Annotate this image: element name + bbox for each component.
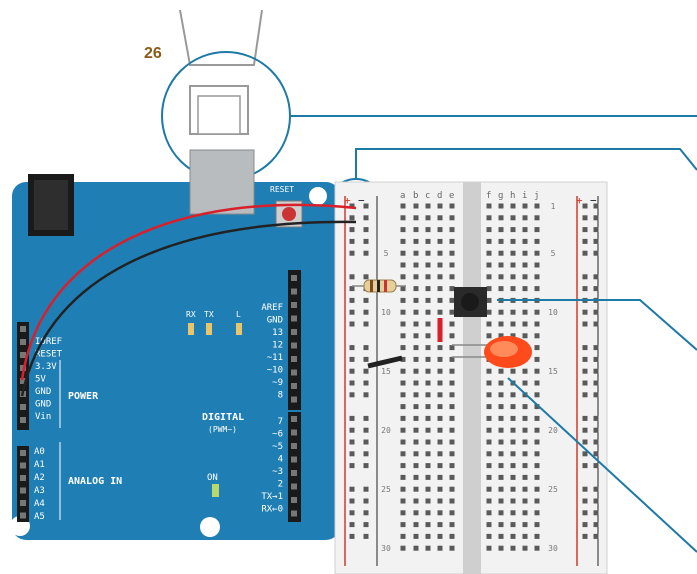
header-pin bbox=[291, 329, 297, 335]
header-pin bbox=[291, 343, 297, 349]
digital-pin-label: TX→1 bbox=[261, 492, 283, 502]
row-number: 20 bbox=[381, 426, 391, 435]
column-letter: h bbox=[510, 191, 515, 201]
header-pin bbox=[291, 457, 297, 463]
power-pin-label: 3.3V bbox=[35, 362, 57, 372]
column-letter: j bbox=[534, 191, 539, 201]
column-letter: a bbox=[400, 191, 405, 201]
row-number: 15 bbox=[381, 367, 391, 376]
analog-pin-label: A5 bbox=[34, 512, 45, 522]
digital-pin-label: ~3 bbox=[272, 467, 283, 477]
column-letter: c bbox=[425, 191, 430, 201]
header-pin bbox=[20, 475, 26, 481]
header-pin bbox=[20, 417, 26, 423]
column-letter: b bbox=[413, 191, 418, 201]
header-pin bbox=[291, 416, 297, 422]
row-number: 25 bbox=[548, 485, 558, 494]
reset-label: RESET bbox=[270, 185, 294, 194]
digital-title: DIGITAL bbox=[202, 412, 244, 423]
column-letter: f bbox=[486, 191, 491, 201]
digital-pin-label: RX←0 bbox=[261, 505, 283, 515]
digital-pin-label: 4 bbox=[278, 455, 283, 465]
header-pin bbox=[20, 450, 26, 456]
power-pin-label: 5V bbox=[35, 375, 46, 385]
header-pin bbox=[291, 383, 297, 389]
led-label-tx: TX bbox=[204, 310, 214, 319]
analog-header bbox=[17, 446, 29, 522]
header-pin bbox=[291, 316, 297, 322]
header-pin bbox=[291, 397, 297, 403]
led-label-rx: RX bbox=[186, 310, 196, 319]
digital-pin-label: 13 bbox=[272, 328, 283, 338]
header-pin bbox=[291, 289, 297, 295]
column-letter: d bbox=[437, 191, 442, 201]
digital-header-top bbox=[288, 270, 301, 410]
row-number: 25 bbox=[381, 485, 391, 494]
power-pin-label: RESET bbox=[35, 350, 63, 360]
header-pin bbox=[291, 302, 297, 308]
power-pin-label: Vin bbox=[35, 412, 51, 422]
header-pin bbox=[291, 511, 297, 517]
row-number: 1 bbox=[551, 202, 556, 211]
on-label: ON bbox=[207, 473, 218, 483]
row-number: 30 bbox=[548, 544, 558, 553]
digital-pin-label: GND bbox=[267, 316, 283, 326]
digital-subtitle: (PWM~) bbox=[208, 425, 237, 434]
power-title: POWER bbox=[68, 391, 99, 402]
header-pin bbox=[20, 326, 26, 332]
digital-pin-label: 2 bbox=[278, 480, 283, 490]
analog-pin-label: A2 bbox=[34, 473, 45, 483]
column-letter: i bbox=[522, 191, 527, 201]
digital-pin-label: AREF bbox=[261, 303, 283, 313]
power-pin-label: GND bbox=[35, 400, 51, 410]
rail-plus-right: + bbox=[576, 194, 583, 207]
row-number: 15 bbox=[548, 367, 558, 376]
led-label-l: L bbox=[236, 310, 241, 319]
digital-header-bottom bbox=[288, 412, 301, 522]
analog-pin-label: A4 bbox=[34, 499, 45, 509]
analog-pin-label: A1 bbox=[34, 460, 45, 470]
digital-pin-label: ~6 bbox=[272, 430, 283, 440]
pushbutton bbox=[454, 287, 487, 317]
analog-title: ANALOG IN bbox=[68, 476, 122, 487]
header-pin bbox=[20, 463, 26, 469]
digital-pin-label: 7 bbox=[278, 417, 283, 427]
header-pin bbox=[291, 430, 297, 436]
digital-pin-label: 8 bbox=[278, 391, 283, 401]
header-pin bbox=[291, 356, 297, 362]
header-pin bbox=[291, 484, 297, 490]
header-pin bbox=[20, 404, 26, 410]
row-number: 10 bbox=[548, 308, 558, 317]
header-pin bbox=[291, 275, 297, 281]
digital-pin-label: ~10 bbox=[267, 366, 283, 376]
header-pin bbox=[20, 488, 26, 494]
digital-pin-label: ~9 bbox=[272, 378, 283, 388]
column-letter: e bbox=[449, 191, 454, 201]
usb-cable bbox=[180, 10, 262, 134]
header-pin bbox=[291, 470, 297, 476]
analog-pin-label: A3 bbox=[34, 486, 45, 496]
header-pin bbox=[291, 497, 297, 503]
header-pin bbox=[20, 352, 26, 358]
header-pin bbox=[20, 500, 26, 506]
power-pin-label: GND bbox=[35, 387, 51, 397]
row-number: 5 bbox=[384, 249, 389, 258]
header-pin bbox=[291, 443, 297, 449]
digital-pin-label: ~5 bbox=[272, 442, 283, 452]
digital-pin-label: ~11 bbox=[267, 353, 283, 363]
row-number: 10 bbox=[381, 308, 391, 317]
row-number: 30 bbox=[381, 544, 391, 553]
row-number: 20 bbox=[548, 426, 558, 435]
analog-pin-label: A0 bbox=[34, 447, 45, 457]
row-number: 5 bbox=[551, 249, 556, 258]
arduino-board: RESET RX TX L ON POWER ANALOG IN bbox=[10, 150, 340, 540]
column-letter: g bbox=[498, 191, 503, 201]
header-pin bbox=[20, 339, 26, 345]
header-pin bbox=[291, 370, 297, 376]
header-pin bbox=[20, 513, 26, 519]
digital-pin-label: 12 bbox=[272, 341, 283, 351]
